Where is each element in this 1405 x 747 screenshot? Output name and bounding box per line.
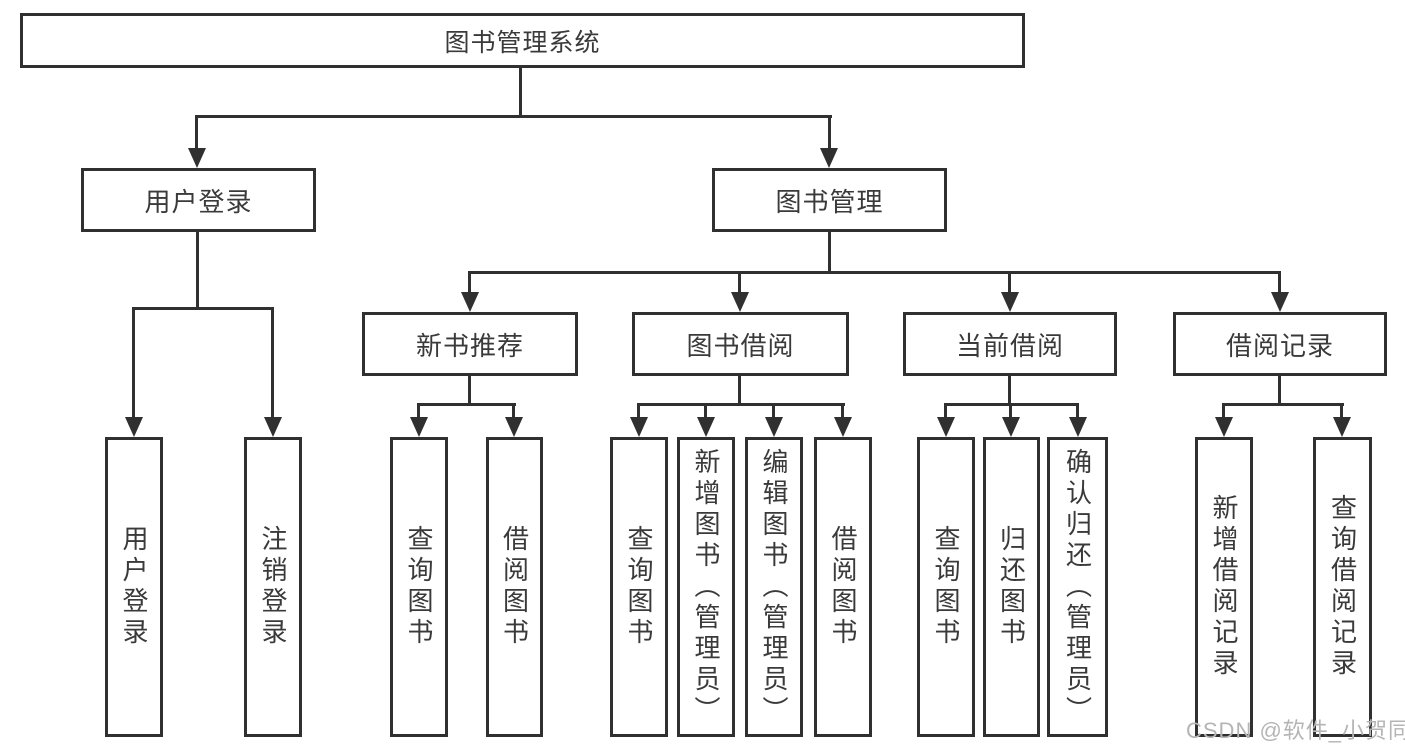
leaf-query-borrow-record: 查询借阅记录 xyxy=(1313,437,1372,737)
arrowhead-down xyxy=(125,417,143,437)
arrowhead-down xyxy=(1069,417,1087,437)
connector-line xyxy=(132,307,135,417)
connector-line xyxy=(468,271,471,292)
arrowhead-down xyxy=(1271,292,1289,312)
leaf-label: 新增图书（管理员） xyxy=(691,447,721,727)
leaf-add-books-admin: 新增图书（管理员） xyxy=(677,437,735,737)
leaf-label: 归还图书 xyxy=(996,525,1027,649)
connector-line xyxy=(1009,403,1012,418)
leaf-borrow-books-borrowing: 借阅图书 xyxy=(814,437,872,737)
connector-line xyxy=(1008,271,1011,292)
arrowhead-down xyxy=(461,292,479,312)
leaf-label: 查询图书 xyxy=(624,525,654,649)
connector-line xyxy=(512,403,515,418)
connector-line xyxy=(772,403,775,418)
leaf-label: 借阅图书 xyxy=(499,525,530,649)
leaf-user-login: 用户登录 xyxy=(105,437,163,737)
connector-line xyxy=(195,115,832,118)
arrowhead-down xyxy=(505,417,523,437)
connector-line xyxy=(637,403,845,406)
leaf-label: 确认归还（管理员） xyxy=(1062,447,1093,727)
connector-line xyxy=(944,403,947,418)
connector-line xyxy=(1008,376,1011,406)
node-current-borrowing: 当前借阅 xyxy=(903,312,1117,376)
connector-line xyxy=(195,115,198,149)
node-borrowing-records: 借阅记录 xyxy=(1173,312,1387,376)
connector-line xyxy=(1340,403,1343,418)
watermark: CSDN @软件_小贺同学 xyxy=(1186,718,1405,743)
leaf-logout: 注销登录 xyxy=(244,437,302,737)
connector-line xyxy=(132,307,274,310)
leaf-label: 新增借阅记录 xyxy=(1209,494,1239,680)
node-book-management: 图书管理 xyxy=(712,168,947,232)
arrowhead-down xyxy=(1001,292,1019,312)
arrowhead-down xyxy=(1215,417,1233,437)
connector-line xyxy=(196,232,199,310)
arrowhead-down xyxy=(937,417,955,437)
leaf-edit-books-admin: 编辑图书（管理员） xyxy=(745,437,803,737)
connector-line xyxy=(468,376,471,406)
leaf-query-books-recommend: 查询图书 xyxy=(390,437,448,737)
connector-line xyxy=(1222,403,1344,406)
leaf-label: 用户登录 xyxy=(119,525,149,649)
connector-line xyxy=(271,307,274,417)
connector-line xyxy=(738,376,741,406)
node-book-borrowing: 图书借阅 xyxy=(632,312,849,376)
arrowhead-down xyxy=(765,417,783,437)
leaf-label: 注销登录 xyxy=(258,525,288,649)
leaf-query-books-current: 查询图书 xyxy=(917,437,975,737)
leaf-label: 编辑图书（管理员） xyxy=(759,447,789,727)
connector-line xyxy=(519,67,522,117)
arrowhead-down xyxy=(630,417,648,437)
connector-line xyxy=(637,403,640,418)
arrowhead-down xyxy=(731,292,749,312)
connector-line xyxy=(738,271,741,292)
leaf-borrow-books-recommend: 借阅图书 xyxy=(486,437,543,737)
connector-line xyxy=(417,403,420,418)
arrowhead-down xyxy=(410,417,428,437)
arrowhead-down xyxy=(188,148,206,168)
leaf-return-books: 归还图书 xyxy=(983,437,1040,737)
node-user-login: 用户登录 xyxy=(81,168,316,232)
arrowhead-down xyxy=(1333,417,1351,437)
node-library-management-system: 图书管理系统 xyxy=(20,13,1025,68)
leaf-label: 查询图书 xyxy=(931,525,961,649)
connector-line xyxy=(828,115,831,149)
leaf-query-books-borrowing: 查询图书 xyxy=(610,437,668,737)
arrowhead-down xyxy=(820,148,838,168)
leaf-label: 查询图书 xyxy=(404,525,434,649)
connector-line xyxy=(468,271,1281,274)
arrowhead-down xyxy=(834,417,852,437)
arrowhead-down xyxy=(697,417,715,437)
connector-line xyxy=(1278,271,1281,292)
connector-line xyxy=(704,403,707,418)
leaf-label: 查询借阅记录 xyxy=(1327,494,1358,680)
connector-line xyxy=(841,403,844,418)
connector-line xyxy=(1278,376,1281,406)
arrowhead-down xyxy=(264,417,282,437)
leaf-label: 借阅图书 xyxy=(828,525,858,649)
leaf-confirm-return-admin: 确认归还（管理员） xyxy=(1047,437,1108,737)
connector-line xyxy=(828,232,831,274)
connector-line xyxy=(1222,403,1225,418)
connector-line xyxy=(1076,403,1079,418)
arrowhead-down xyxy=(1002,417,1020,437)
connector-line xyxy=(417,403,516,406)
node-new-book-recommendation: 新书推荐 xyxy=(362,312,578,376)
leaf-add-borrow-record: 新增借阅记录 xyxy=(1195,437,1253,737)
